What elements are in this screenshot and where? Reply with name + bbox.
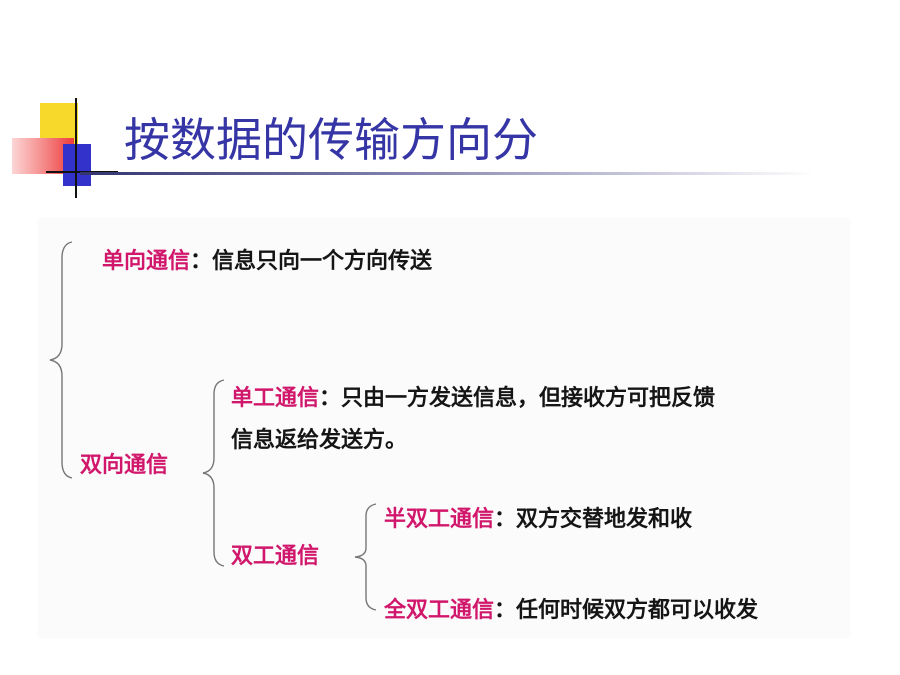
decor-vertical-line	[75, 98, 77, 198]
full-duplex-term: 全双工通信	[384, 598, 495, 623]
decor-blue-square	[63, 144, 91, 186]
half-simplex-definition-line2: 信息返给发送方。	[231, 428, 408, 453]
half-duplex-item: 半双工通信：双方交替地发和收	[384, 505, 692, 535]
bidirectional-term: 双向通信	[80, 453, 169, 478]
half-simplex-definition-line1: 只由一方发送信息，但接收方可把反馈	[341, 386, 716, 411]
brace-level-3	[354, 503, 377, 611]
content-panel	[38, 218, 850, 638]
half-simplex-colon: ：	[319, 386, 342, 411]
brace-level-1	[49, 241, 73, 479]
duplex-term: 双工通信	[231, 544, 320, 569]
half-simplex-item: 单工通信：只由一方发送信息，但接收方可把反馈	[231, 384, 715, 414]
simplex-term: 单向通信	[102, 249, 191, 274]
full-duplex-colon: ：	[494, 598, 517, 623]
simplex-definition: 信息只向一个方向传送	[212, 249, 433, 274]
brace-level-2	[202, 379, 225, 567]
simplex-colon: ：	[190, 249, 213, 274]
slide-title: 按数据的传输方向分	[124, 113, 538, 167]
simplex-item: 单向通信：信息只向一个方向传送	[102, 247, 432, 277]
full-duplex-definition: 任何时候双方都可以收发	[516, 598, 759, 623]
full-duplex-item: 全双工通信：任何时候双方都可以收发	[384, 596, 758, 626]
title-underline	[80, 172, 815, 175]
half-simplex-term: 单工通信	[231, 386, 320, 411]
half-duplex-term: 半双工通信	[384, 507, 495, 532]
half-duplex-colon: ：	[494, 507, 517, 532]
half-duplex-definition: 双方交替地发和收	[516, 507, 693, 532]
